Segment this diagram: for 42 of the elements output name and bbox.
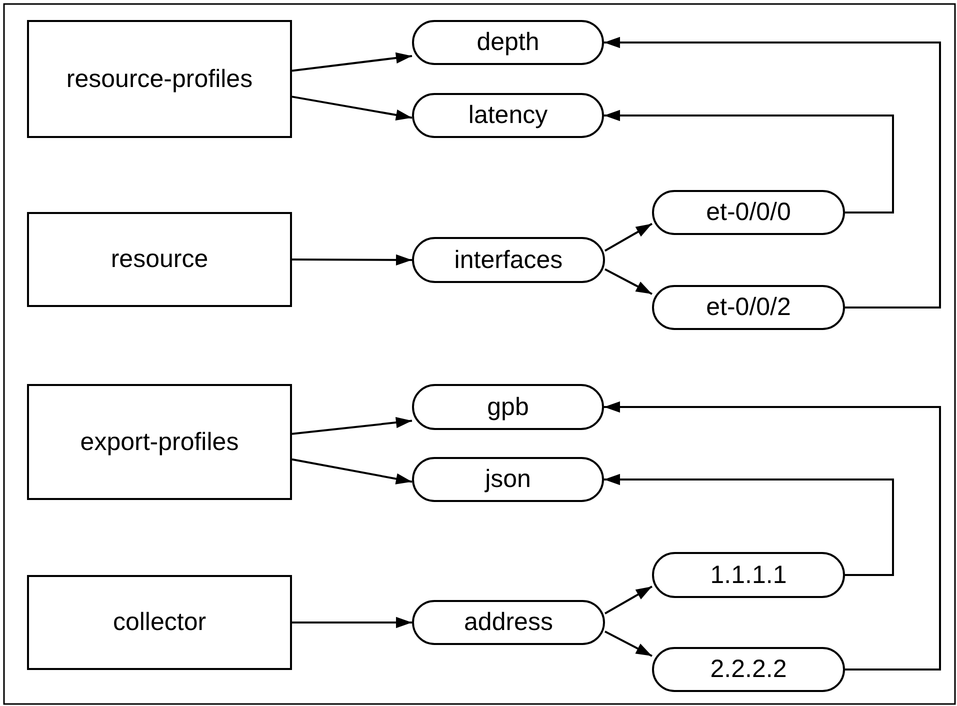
arrow [604,36,941,308]
node-label: resource [110,245,208,274]
arrow [604,586,652,614]
node-label: address [464,608,553,637]
arrow [604,222,652,252]
node-label: 1.1.1.1 [710,560,787,590]
arrow [292,96,412,120]
node-label: gpb [487,392,529,422]
node-label: depth [476,28,540,57]
arrow [604,630,652,657]
node-label: et-0/0/2 [706,293,791,322]
arrow [292,416,412,435]
arrow [604,474,894,576]
process-box [27,384,292,500]
node-label: json [485,465,531,494]
arrow [292,458,412,484]
process-box [27,20,292,138]
node-label: latency [468,101,548,130]
node-label: interfaces [454,246,563,274]
rounded-node [652,190,845,235]
rounded-node [412,384,604,430]
rounded-node [412,237,605,283]
node-label: export-profiles [80,428,239,456]
rounded-node [412,600,605,645]
rounded-node [412,93,604,138]
node-label: resource-profiles [66,64,253,94]
rounded-node [652,285,845,330]
arrow [604,268,652,295]
arrow [292,52,412,72]
arrow [604,110,894,214]
rounded-node [412,457,604,502]
rounded-node [412,20,604,65]
arrow [292,254,412,266]
node-label: 2.2.2.2 [710,655,787,684]
process-box [27,212,292,307]
process-box [27,575,292,670]
rounded-node [652,647,845,692]
arrow [292,616,412,628]
node-label: collector [112,608,206,637]
rounded-node [652,552,845,598]
arrow [604,401,941,670]
node-label: et-0/0/0 [706,198,791,227]
